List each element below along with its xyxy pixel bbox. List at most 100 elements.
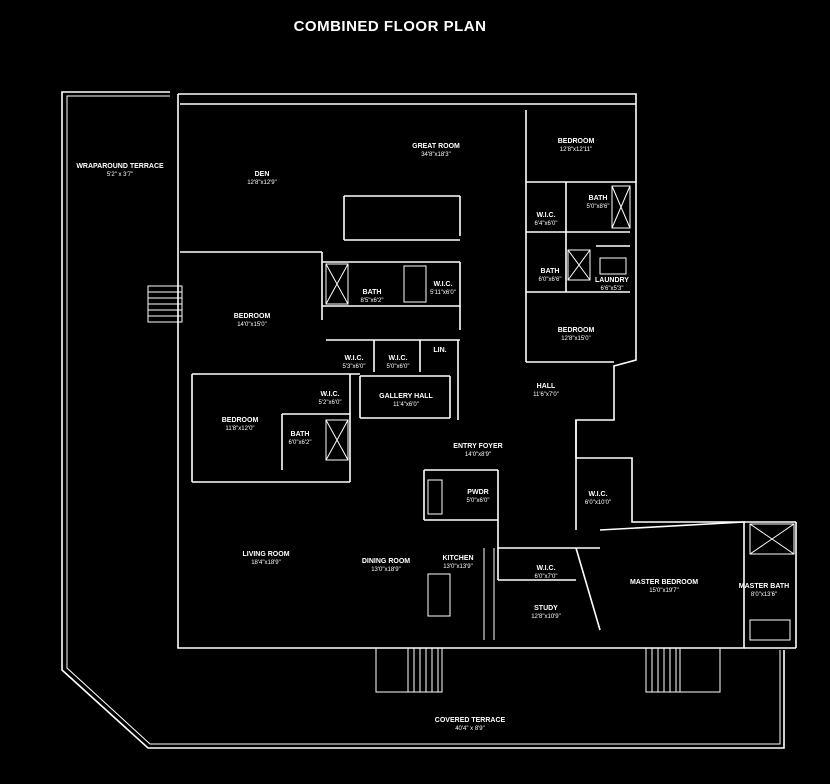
room-name: GALLERY HALL	[379, 393, 433, 400]
room-label-bedroom-e: BEDROOM 12'8"x15'0"	[558, 327, 595, 342]
shower-b	[567, 249, 591, 281]
room-label-bedroom-w: BEDROOM 14'0"x15'0"	[234, 313, 271, 328]
room-label-wic-ne: W.I.C. 6'4"x6'0"	[535, 212, 558, 227]
room-name: COVERED TERRACE	[435, 717, 506, 724]
room-dimensions: 13'0"x13'9"	[443, 564, 473, 570]
plan-title: COMBINED FLOOR PLAN	[293, 18, 487, 35]
room-dimensions: 13'0"x18'9"	[371, 567, 401, 573]
room-label-bath-b: BATH 6'0"x6'6"	[539, 268, 562, 283]
room-dimensions: 12'8"x12'11"	[560, 147, 592, 153]
room-label-wic-b: W.I.C. 5'3"x6'0"	[343, 355, 366, 370]
shower-c	[325, 419, 349, 461]
room-dimensions: 14'0"x15'0"	[237, 322, 267, 328]
room-label-kitchen: KITCHEN 13'0"x13'9"	[442, 555, 473, 570]
room-dimensions: 8'5"x6'2"	[361, 298, 384, 304]
room-label-bedroom-sw: BEDROOM 11'8"x12'0"	[222, 417, 259, 432]
room-dimensions: 5'0"x6'0"	[387, 364, 410, 370]
room-name: BEDROOM	[558, 138, 595, 145]
room-name: LAUNDRY	[595, 277, 629, 284]
room-dimensions: 12'8"x12'9"	[247, 180, 277, 186]
room-name: BATH	[541, 268, 560, 275]
room-dimensions: 11'6"x7'0"	[533, 392, 559, 398]
room-name: W.I.C.	[433, 281, 452, 288]
room-dimensions: 6'0"x6'2"	[289, 440, 312, 446]
washer-dryer	[599, 257, 627, 275]
room-dimensions: 5'3"x6'0"	[343, 364, 366, 370]
terrace-outline	[61, 91, 785, 749]
room-label-entry-foyer: ENTRY FOYER 14'0"x8'9"	[453, 443, 502, 458]
room-label-dining-room: DINING ROOM 13'0"x18'9"	[362, 558, 410, 573]
room-name: BEDROOM	[222, 417, 259, 424]
room-name: BATH	[363, 289, 382, 296]
room-dimensions: 40'4" x 8'9"	[455, 726, 485, 732]
range	[427, 479, 443, 515]
room-name: STUDY	[534, 605, 558, 612]
room-label-laundry: LAUNDRY 6'6"x5'3"	[595, 277, 629, 292]
tub-master	[749, 619, 791, 641]
room-dimensions: 5'0"x6'0"	[467, 498, 490, 504]
room-name: W.I.C.	[388, 355, 407, 362]
room-label-den: DEN 12'8"x12'9"	[247, 171, 277, 186]
shower-ne	[611, 185, 631, 229]
room-name: KITCHEN	[442, 555, 473, 562]
room-dimensions: 12'8"x10'9"	[531, 614, 561, 620]
room-label-study: STUDY 12'8"x10'9"	[531, 605, 561, 620]
room-label-hall-e: HALL 11'6"x7'0"	[533, 383, 559, 398]
room-label-covered-terrace: COVERED TERRACE 40'4" x 8'9"	[435, 717, 506, 732]
room-name: LIN.	[433, 347, 446, 354]
room-name: BEDROOM	[558, 327, 595, 334]
south-stair-west	[407, 647, 443, 693]
room-name: DINING ROOM	[362, 558, 410, 565]
room-dimensions: 14'0"x8'9"	[465, 452, 491, 458]
room-name: GREAT ROOM	[412, 143, 460, 150]
room-dimensions: 6'4"x6'0"	[535, 221, 558, 227]
room-label-wic-c: W.I.C. 5'0"x6'0"	[387, 355, 410, 370]
south-stair-east	[645, 647, 681, 693]
room-name: BATH	[291, 431, 310, 438]
room-name: LIVING ROOM	[242, 551, 289, 558]
tub-a	[403, 265, 427, 303]
room-dimensions: 5'2" x 3'7"	[107, 172, 133, 178]
shower-a	[325, 263, 349, 305]
room-label-master-bath: MASTER BATH 8'0"x13'6"	[739, 583, 789, 598]
room-label-bath-c: BATH 6'0"x6'2"	[289, 431, 312, 446]
room-name: W.I.C.	[588, 491, 607, 498]
room-name: BEDROOM	[234, 313, 271, 320]
room-dimensions: 11'8"x12'0"	[225, 426, 254, 432]
shower-master	[749, 523, 795, 555]
room-dimensions: 18'4"x18'9"	[251, 560, 281, 566]
room-name: ENTRY FOYER	[453, 443, 502, 450]
room-name: DEN	[255, 171, 270, 178]
room-label-wic-d: W.I.C. 5'2"x6'0"	[319, 391, 342, 406]
room-label-wic-a: W.I.C. 5'11"x6'0"	[430, 281, 456, 296]
room-dimensions: 34'8"x18'3"	[421, 152, 451, 158]
room-name: HALL	[537, 383, 556, 390]
room-label-bath-a: BATH 8'5"x6'2"	[361, 289, 384, 304]
room-label-wic-f: W.I.C.6'0"x7'0"	[535, 565, 558, 580]
room-name: MASTER BATH	[739, 583, 789, 590]
room-dimensions: 6'6"x5'3"	[601, 286, 624, 292]
room-dimensions: 5'0"x8'6"	[587, 204, 610, 210]
room-label-lin: LIN.	[433, 347, 446, 354]
room-dimensions: 5'11"x6'0"	[430, 290, 456, 296]
room-dimensions: 15'0"x19'7"	[649, 588, 679, 594]
room-name: W.I.C.	[536, 565, 555, 572]
room-label-wic-e: W.I.C. 6'0"x10'0"	[585, 491, 611, 506]
room-name: W.I.C.	[536, 212, 555, 219]
room-label-great-room: GREAT ROOM 34'8"x18'3"	[412, 143, 460, 158]
room-name: W.I.C.	[320, 391, 339, 398]
room-dimensions: 12'8"x15'0"	[561, 336, 591, 342]
room-dimensions: 5'2"x6'0"	[319, 400, 342, 406]
room-label-wraparound-terrace: WRAPAROUND TERRACE 5'2" x 3'7"	[76, 163, 164, 178]
room-dimensions: 8'0"x13'6"	[751, 592, 777, 598]
room-dimensions: 6'0"x10'0"	[585, 500, 611, 506]
exterior-wall	[177, 93, 745, 649]
room-name: MASTER BEDROOM	[630, 579, 698, 586]
room-dimensions: 6'0"x6'6"	[539, 277, 562, 283]
room-name: W.I.C.	[344, 355, 363, 362]
room-name: WRAPAROUND TERRACE	[76, 163, 164, 170]
